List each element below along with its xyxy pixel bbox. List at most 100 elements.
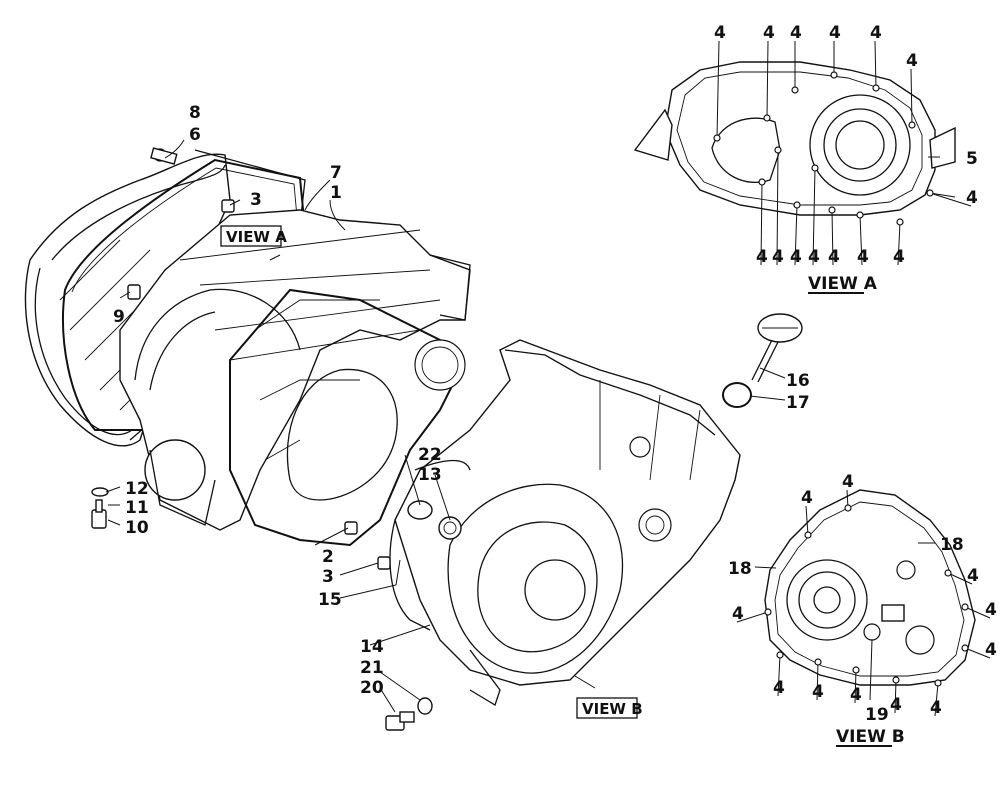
bolt-hole — [934, 679, 942, 687]
callout-3b: 3 — [322, 567, 334, 587]
callout-2: 2 — [322, 547, 334, 567]
callout-4: 4 — [828, 247, 840, 267]
clutch-housing-1 — [119, 209, 471, 531]
leader-lines — [105, 139, 956, 713]
callout-4-leader — [812, 167, 816, 266]
callout-4: 4 — [808, 247, 820, 267]
bolt-hole — [814, 658, 822, 666]
callout-10: 10 — [125, 518, 149, 538]
callout-4: 4 — [801, 488, 813, 508]
view-a-main-box: VIEW A — [220, 225, 287, 247]
small-parts — [91, 199, 803, 731]
bolt-hole — [804, 531, 812, 539]
callout-3a: 3 — [250, 190, 262, 210]
callout-4-leader — [947, 572, 973, 585]
view-a-main-label: VIEW A — [226, 228, 287, 246]
callout-4-leader — [910, 68, 913, 126]
bolt-hole — [811, 164, 819, 172]
callout-8: 8 — [189, 103, 201, 123]
callout-4: 4 — [967, 566, 979, 586]
callout-4: 4 — [842, 472, 854, 492]
bolt-hole — [764, 608, 772, 616]
bolt-hole — [776, 651, 784, 659]
callout-4-leader — [934, 682, 939, 717]
callout-4-leader — [929, 192, 972, 207]
bolt-hole — [872, 84, 880, 92]
callout-4: 4 — [829, 23, 841, 43]
callout-1: 1 — [330, 183, 342, 203]
bolt-hole — [793, 201, 801, 209]
callout-4-leader — [760, 181, 763, 266]
callout-4-leader — [854, 669, 857, 704]
callout-4: 4 — [906, 51, 918, 71]
callout-4: 4 — [763, 23, 775, 43]
callout-5: 5 — [966, 149, 978, 169]
bolt-holes — [713, 71, 969, 687]
gasket-2 — [229, 288, 466, 547]
callout-22: 22 — [418, 445, 442, 465]
bolt-hole — [713, 134, 721, 142]
view-b-main-label: VIEW B — [582, 700, 643, 718]
bolt-hole — [852, 666, 860, 674]
bolt-hole — [791, 86, 799, 94]
callout-4: 4 — [985, 640, 997, 660]
bolt-hole — [961, 603, 969, 611]
bolt-hole — [856, 211, 864, 219]
callout-4: 4 — [966, 188, 978, 208]
callout-4: 4 — [893, 247, 905, 267]
callout-4-leader — [894, 679, 897, 714]
callout-4-leader — [964, 647, 991, 659]
view-b-detail-label: VIEW B — [836, 727, 905, 747]
callout-11: 11 — [125, 498, 149, 518]
callout-15: 15 — [318, 590, 342, 610]
callout-12: 12 — [125, 479, 149, 499]
callout-4: 4 — [812, 682, 824, 702]
callout-4-leader — [874, 40, 877, 89]
callout-4-leader — [964, 606, 991, 619]
callout-13: 13 — [418, 465, 442, 485]
view-a-detail-label: VIEW A — [808, 274, 878, 294]
callout-4: 4 — [732, 604, 744, 624]
inner-cover-14 — [394, 339, 741, 706]
gasket-15 — [389, 459, 471, 631]
bolt-hole — [896, 218, 904, 226]
callout-4: 4 — [890, 695, 902, 715]
callout-17: 17 — [786, 393, 810, 413]
bolt-hole — [844, 504, 852, 512]
callout-4: 4 — [790, 23, 802, 43]
callout-9: 9 — [113, 307, 125, 327]
callout-19: 19 — [865, 705, 889, 725]
view-b-detail — [764, 489, 976, 686]
bolt-hole — [908, 121, 916, 129]
view-a-detail — [633, 61, 956, 216]
callout-7: 7 — [330, 163, 342, 183]
callout-21: 21 — [360, 658, 384, 678]
callout-4-leader — [897, 221, 901, 266]
bolt-hole — [926, 189, 934, 197]
callout-4-leader — [859, 214, 863, 266]
callout-4-leader — [776, 149, 779, 266]
bolt-hole — [944, 569, 952, 577]
callout-20: 20 — [360, 678, 384, 698]
bolt-hole — [758, 178, 766, 186]
callout-4: 4 — [772, 247, 784, 267]
callout-4: 4 — [985, 600, 997, 620]
bolt-hole — [961, 644, 969, 652]
bolt-hole — [892, 676, 900, 684]
callout-4: 4 — [870, 23, 882, 43]
callout-4-leader — [831, 209, 834, 266]
view-b-main-box: VIEW B — [576, 697, 643, 719]
callout-4: 4 — [790, 247, 802, 267]
callout-4: 4 — [714, 23, 726, 43]
bolt-hole — [763, 114, 771, 122]
callout-4: 4 — [857, 247, 869, 267]
callout-4: 4 — [850, 685, 862, 705]
callout-6: 6 — [189, 125, 201, 145]
callout-14: 14 — [360, 637, 384, 657]
bolt-hole — [774, 146, 782, 154]
callout-4-leader — [805, 505, 809, 536]
bolt-hole — [830, 71, 838, 79]
